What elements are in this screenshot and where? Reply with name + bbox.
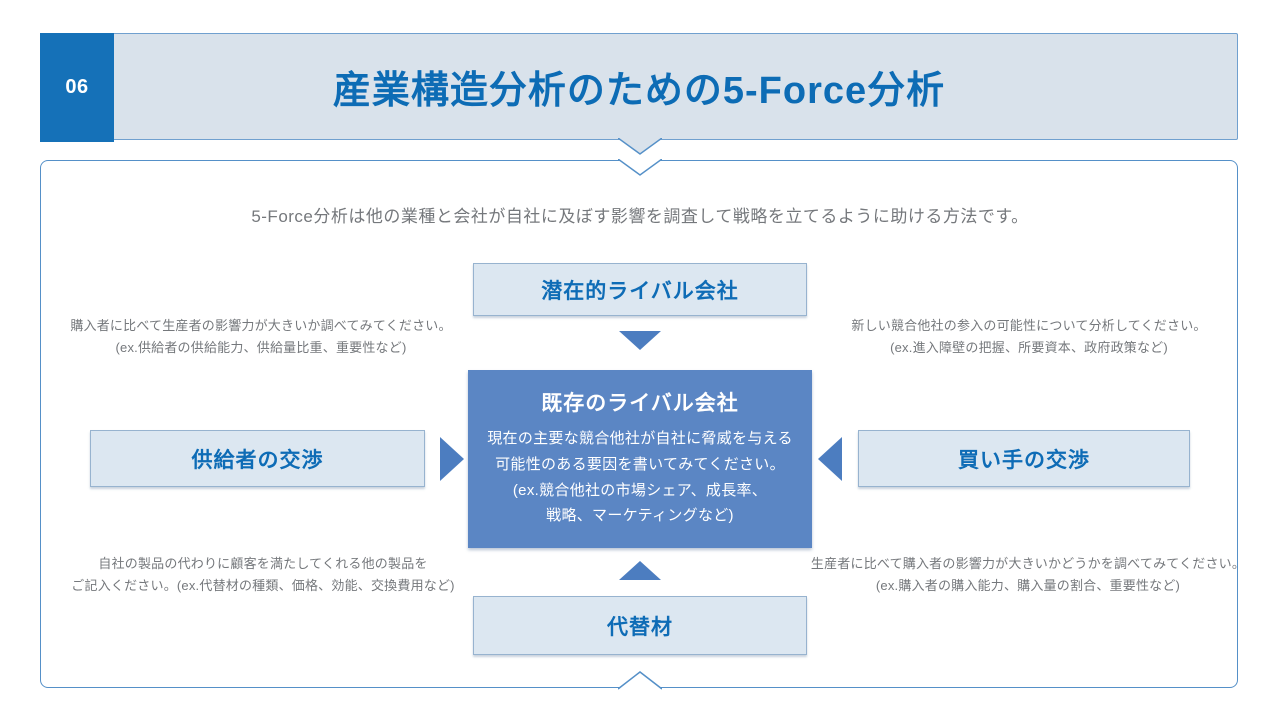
note-line: 自社の製品の代わりに顧客を満たしてくれる他の製品を (98, 556, 428, 571)
box-potential-rivals-label: 潜在的ライバル会社 (541, 279, 739, 303)
note-new-entrants: 新しい競合他社の参入の可能性について分析してください。 (ex.進入障壁の把握、… (818, 315, 1240, 359)
page-number: 06 (65, 76, 89, 98)
box-buyer-bargaining-label: 買い手の交渉 (958, 448, 1090, 472)
note-buyer: 生産者に比べて購入者の影響力が大きいかどうかを調べてみてください。 (ex.購入… (806, 553, 1250, 597)
box-existing-rivals: 既存のライバル会社 現在の主要な競合他社が自社に脅威を与える 可能性のある要因を… (468, 370, 812, 548)
body-line: (ex.競合他社の市場シェア、成長率、 (512, 481, 768, 499)
box-existing-rivals-body: 現在の主要な競合他社が自社に脅威を与える 可能性のある要因を書いてみてください。… (468, 426, 812, 529)
note-line: 購入者に比べて生産者の影響力が大きいか調べてみてください。 (70, 318, 452, 333)
page-title: 産業構造分析のための5-Force分析 (332, 70, 946, 112)
body-line: 現在の主要な競合他社が自社に脅威を与える (487, 430, 793, 447)
box-supplier-bargaining-label: 供給者の交渉 (191, 448, 324, 472)
note-line: (ex.供給者の供給能力、供給量比重、重要性など) (115, 339, 407, 355)
header-bar: 06 産業構造分析のための5-Force分析 (40, 33, 1238, 142)
subtitle: 5-Force分析は他の業種と会社が自社に及ぼす影響を調査して戦略を立てるように… (251, 207, 1029, 226)
note-line: 生産者に比べて購入者の影響力が大きいかどうかを調べてみてください。 (810, 556, 1246, 571)
arrow-left-icon (818, 437, 842, 481)
panel-bottom-notch-icon (618, 671, 662, 690)
box-potential-rivals: 潜在的ライバル会社 (473, 263, 807, 316)
note-line: (ex.進入障壁の把握、所要資本、政府政策など) (890, 339, 1168, 355)
body-line: 戦略、マーケティングなど) (546, 507, 734, 525)
arrow-right-icon (440, 437, 464, 481)
box-substitutes-label: 代替材 (607, 615, 673, 639)
arrow-down-icon (619, 331, 661, 350)
box-existing-rivals-title: 既存のライバル会社 (541, 392, 739, 415)
note-substitutes: 自社の製品の代わりに顧客を満たしてくれる他の製品を ご記入ください。(ex.代替… (58, 553, 468, 597)
header-chevron-down-icon (618, 138, 662, 155)
body-line: 可能性のある要因を書いてみてください。 (495, 455, 785, 473)
page-number-badge: 06 (40, 33, 114, 142)
box-substitutes: 代替材 (473, 596, 807, 655)
arrow-up-icon (619, 561, 661, 580)
panel-top-notch-icon (618, 159, 662, 176)
box-supplier-bargaining: 供給者の交渉 (90, 430, 425, 487)
note-line: ご記入ください。(ex.代替材の種類、価格、効能、交換費用など) (71, 577, 455, 593)
note-line: 新しい競合他社の参入の可能性について分析してください。 (851, 318, 1207, 333)
note-line: (ex.購入者の購入能力、購入量の割合、重要性など) (875, 577, 1181, 593)
box-buyer-bargaining: 買い手の交渉 (858, 430, 1190, 487)
note-supplier: 購入者に比べて生産者の影響力が大きいか調べてみてください。 (ex.供給者の供給… (60, 315, 462, 359)
